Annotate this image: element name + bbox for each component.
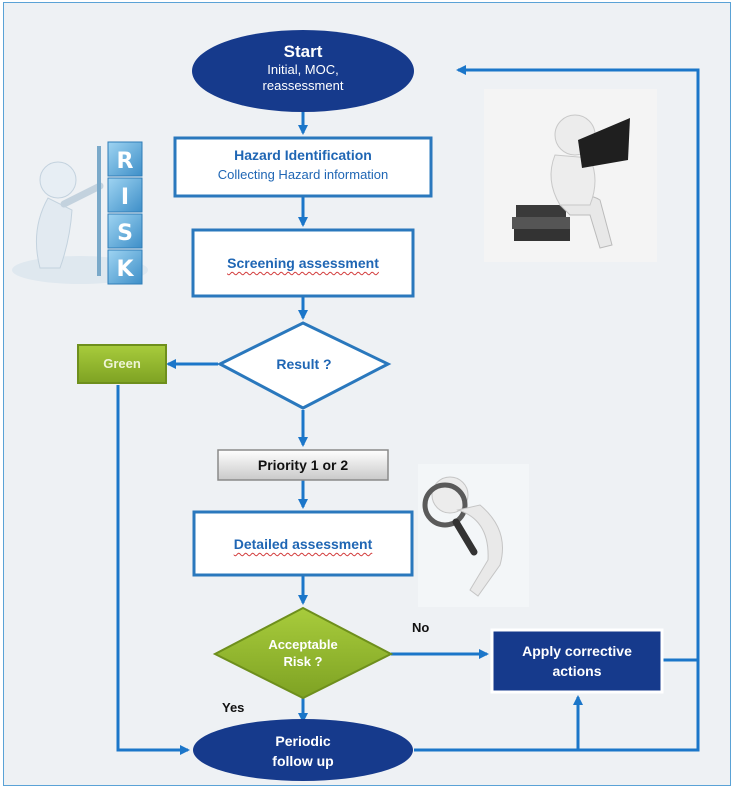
green-box: [77, 344, 167, 384]
risk-letter-i: I: [121, 185, 129, 210]
priority-box: [217, 449, 389, 481]
screening-text: Screening assessment: [227, 255, 379, 271]
hazard-title: Hazard Identification: [234, 147, 372, 163]
reading-person-icon: [484, 89, 657, 262]
corrective-line-2: actions: [552, 663, 602, 679]
no-label: No: [412, 620, 430, 635]
risk-letter-blocks: R I S K: [107, 141, 143, 285]
risk-person-icon: R I S K: [12, 141, 148, 285]
corrective-actions-box: [490, 628, 664, 694]
followup-line-2: follow up: [272, 753, 334, 769]
acceptable-risk-decision: [212, 606, 394, 700]
green-label: Green: [103, 356, 141, 371]
hazard-subtitle: Collecting Hazard information: [217, 167, 389, 182]
acceptable-label: Acceptable Risk ?: [222, 636, 384, 670]
corrective-label: Apply corrective actions: [492, 641, 662, 681]
result-label: Result ?: [276, 356, 332, 372]
yes-label: Yes: [222, 700, 245, 715]
detailed-text: Detailed assessment: [233, 536, 373, 552]
risk-letter-r: R: [117, 149, 134, 174]
followup-label: Periodic follow up: [200, 731, 406, 771]
detailed-assessment-box: [192, 510, 414, 577]
start-subtitle-2: reassessment: [262, 78, 344, 93]
connectors: [116, 65, 700, 755]
start-label: Start Initial, MOC, reassessment: [200, 42, 406, 94]
screening-assessment-box: [191, 228, 415, 298]
hazard-label: Hazard Identification Collecting Hazard …: [175, 146, 431, 184]
start-title: Start: [283, 42, 323, 61]
screening-label: Screening assessment: [193, 254, 413, 273]
followup-line-1: Periodic: [275, 733, 331, 749]
start-node: [192, 30, 414, 112]
start-subtitle: Initial, MOC,: [267, 62, 339, 77]
detailed-label: Detailed assessment: [194, 535, 412, 554]
result-decision: [216, 321, 392, 410]
acceptable-line-2: Risk ?: [283, 654, 323, 669]
risk-letter-s: S: [117, 221, 133, 246]
followup-node: [193, 719, 413, 781]
hazard-identification-box: [173, 136, 433, 198]
corrective-line-1: Apply corrective: [522, 643, 632, 659]
priority-label: Priority 1 or 2: [257, 457, 349, 473]
acceptable-line-1: Acceptable: [268, 637, 338, 652]
risk-letter-k: K: [116, 257, 134, 282]
magnifier-person-icon: [418, 464, 529, 607]
